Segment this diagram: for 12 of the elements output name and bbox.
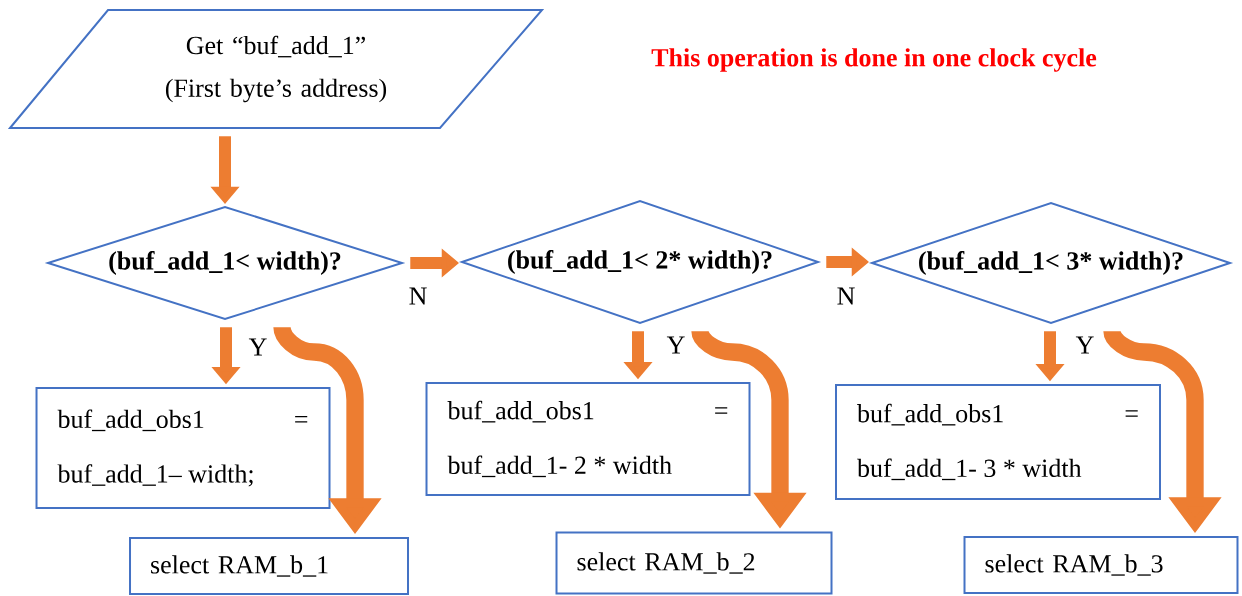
process-box: select RAM_b_1 — [129, 537, 409, 595]
process-box: buf_add_obs1 = buf_add_1- 2 * width — [425, 382, 751, 496]
process-box: select RAM_b_2 — [555, 531, 833, 595]
process-box: buf_add_obs1 = buf_add_1- 3 * width — [835, 384, 1161, 500]
process-box: select RAM_b_3 — [963, 536, 1239, 594]
process-box: buf_add_obs1 = buf_add_1– width; — [35, 387, 331, 509]
edge-label: Y — [247, 337, 269, 357]
note-text: This operation is done in one clock cycle — [651, 48, 1097, 72]
edge-label: N — [407, 286, 429, 306]
edge-label: N — [835, 286, 857, 306]
edge-label: Y — [665, 335, 687, 355]
edge-label: Y — [1074, 335, 1096, 355]
